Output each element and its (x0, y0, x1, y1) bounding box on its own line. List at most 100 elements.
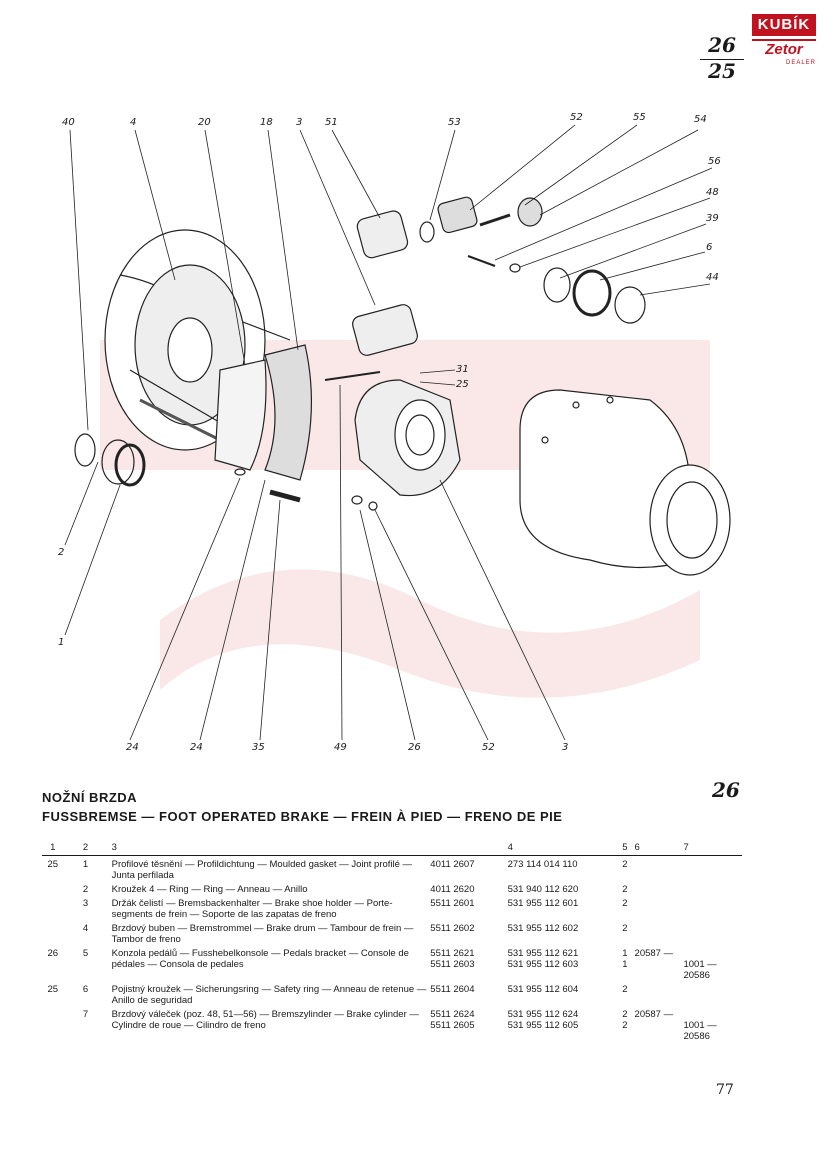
row-quantity-cell-value-alt: 1 (622, 959, 628, 970)
brake-shoe-part (214, 344, 313, 481)
callout-20: 20 (198, 117, 211, 128)
row-position-cell-value: 2 (82, 884, 89, 895)
row-serial-to-cell (683, 881, 742, 895)
table-row: 2 Kroužek 4 — Ring — Ring — Anneau — Anil… (42, 881, 742, 895)
row-serial-to-cell-value (683, 898, 742, 909)
row-serial-from-cell: 20587 — (635, 945, 684, 981)
row-serial-from-cell-value: 20587 — (634, 1009, 674, 1020)
row-part-number-cell-value: 5511 2604 (430, 984, 475, 995)
row-serial-to-cell: 1001 — 20586 (683, 1006, 742, 1042)
row-description-cell-value: Profilové těsnění — Profildichtung — Mou… (111, 859, 413, 881)
section-title-czech: NOŽNÍ BRZDA (42, 790, 138, 805)
row-quantity-cell-value: 2 (622, 923, 628, 934)
callout-4: 4 (130, 117, 136, 128)
row-position-cell: 2 (63, 881, 107, 895)
row-position-cell-value: 7 (82, 1009, 89, 1020)
row-quantity-cell-value: 2 (622, 898, 628, 909)
row-serial-from-cell (635, 981, 684, 1006)
pedal-console-part (519, 389, 731, 576)
logo-tag: DEALER (785, 60, 816, 66)
row-part-number-cell-value: 5511 2624 (430, 1009, 475, 1020)
row-quantity-cell-value-alt: 2 (622, 1020, 628, 1031)
row-serial-from-cell: 20587 — (635, 1006, 684, 1042)
row-position-cell-value: 3 (82, 898, 89, 909)
row-group-cell: 25 (42, 981, 63, 1006)
header-col-1: 1 (42, 842, 64, 856)
row-serial-from-cell (635, 856, 684, 882)
row-quantity-cell: 2 (615, 856, 634, 882)
header-col-2: 2 (63, 842, 108, 856)
row-group-cell (42, 881, 63, 895)
callout-3-top: 3 (296, 117, 302, 128)
row-description-cell: Profilové těsnění — Profildichtung — Mou… (108, 856, 431, 881)
row-position-cell: 7 (63, 1006, 107, 1042)
row-serial-from-cell-value: 20587 — (634, 948, 674, 959)
row-part-number-cell-value: 4011 2607 (430, 859, 475, 870)
row-part-number-cell-value-alt: 5511 2603 (430, 959, 475, 970)
callout-18: 18 (260, 117, 273, 128)
row-catalog-number-cell: 531 940 112 620 (508, 881, 616, 895)
row-position-cell: 3 (63, 895, 107, 920)
header-col-5: 5 (615, 842, 635, 856)
row-part-number-cell: 4011 2607 (430, 856, 507, 882)
callout-51: 51 (325, 117, 338, 128)
row-catalog-number-cell-value: 531 940 112 620 (507, 884, 579, 895)
row-part-number-cell: 5511 2604 (430, 981, 507, 1006)
row-serial-to-cell: 1001 — 20586 (683, 945, 742, 981)
callout-31: 31 (456, 364, 469, 375)
row-group-cell: 25 (42, 856, 63, 882)
row-catalog-number-cell-value: 531 955 112 621 (507, 948, 579, 959)
callout-6: 6 (706, 242, 712, 253)
section-number: 26 (712, 778, 740, 802)
logo-brand: KUBÍK (752, 14, 816, 36)
callout-1: 1 (58, 637, 64, 648)
row-quantity-cell-value: 2 (622, 1009, 628, 1020)
row-group-cell-value: 25 (47, 984, 59, 995)
row-description-cell-value: Kroužek 4 — Ring — Ring — Anneau — Anill… (111, 884, 308, 895)
row-group-cell-value: 25 (47, 859, 59, 870)
row-catalog-number-cell-value: 273 114 014 110 (507, 859, 578, 870)
row-part-number-cell-value: 5511 2602 (430, 923, 475, 934)
row-description-cell: Pojistný kroužek — Sicherungsring — Safe… (108, 981, 431, 1006)
row-position-cell: 4 (63, 920, 107, 945)
row-description-cell: Kroužek 4 — Ring — Ring — Anneau — Anill… (108, 881, 431, 895)
row-part-number-cell-value: 5511 2621 (430, 948, 475, 959)
row-serial-to-cell (683, 895, 742, 920)
row-serial-to-cell (683, 856, 742, 882)
callout-55: 55 (633, 112, 646, 123)
row-quantity-cell: 2 (615, 920, 634, 945)
callout-44: 44 (706, 272, 719, 283)
callout-25: 25 (456, 379, 469, 390)
callout-52-bottom: 52 (482, 742, 495, 753)
callout-56: 56 (708, 156, 721, 167)
row-part-number-cell: 5511 2601 (430, 895, 507, 920)
header-col-7: 7 (683, 842, 742, 856)
brake-cylinder-part (352, 196, 646, 356)
page-reference: 26 25 (700, 34, 744, 82)
page-ref-bottom: 25 (700, 59, 744, 82)
row-serial-to-cell-value: 1001 — 20586 (683, 1020, 717, 1042)
row-serial-to-cell-value (683, 984, 742, 995)
row-part-number-cell: 4011 2620 (430, 881, 507, 895)
row-catalog-number-cell-value: 531 955 112 604 (507, 984, 579, 995)
header-col-6: 6 (634, 842, 684, 856)
row-description-cell-value: Pojistný kroužek — Sicherungsring — Safe… (111, 984, 427, 1006)
callout-24-left: 24 (126, 742, 139, 753)
row-catalog-number-cell-value: 531 955 112 601 (507, 898, 579, 909)
shoe-holder-part (354, 379, 461, 497)
callout-39: 39 (706, 213, 719, 224)
row-description-cell: Konzola pedálů — Fusshebelkonsole — Peda… (108, 945, 431, 981)
callout-54: 54 (694, 114, 707, 125)
row-catalog-number-cell: 531 955 112 602 (508, 920, 616, 945)
header-col-4: 4 (507, 842, 616, 856)
header-col-3: 3 (107, 842, 431, 856)
row-description-cell-value: Konzola pedálů — Fusshebelkonsole — Peda… (111, 948, 409, 970)
